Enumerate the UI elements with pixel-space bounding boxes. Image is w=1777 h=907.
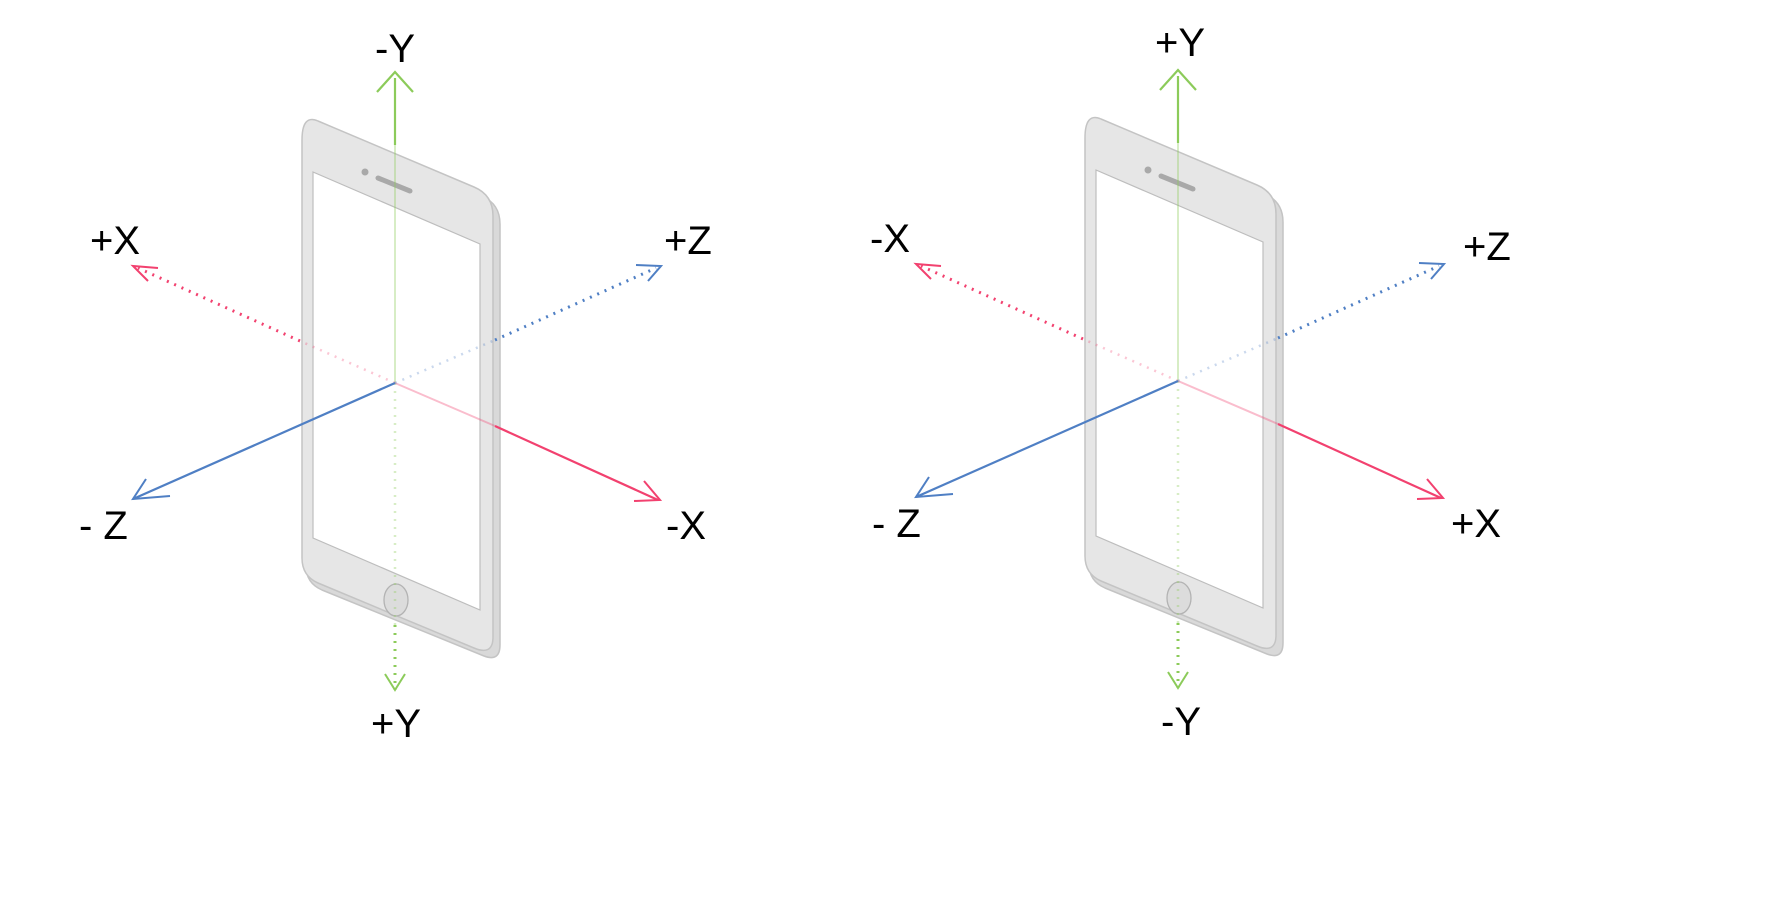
diagram-right: +Y -Y -X +X +Z - Z (870, 21, 1511, 744)
phone-left (302, 120, 500, 658)
label-right-lower-right-x: +X (1451, 502, 1501, 546)
x-axis-right (913, 262, 1446, 500)
y-axis-left (376, 70, 414, 692)
label-right-bottom-y: -Y (1161, 700, 1201, 744)
diagram-left: -Y +Y +X -X +Z - Z (79, 27, 712, 746)
label-left-upper-right-z: +Z (664, 219, 712, 263)
label-left-lower-right-x: -X (666, 504, 706, 548)
label-right-upper-right-z: +Z (1463, 225, 1511, 269)
label-right-lower-left-z: - Z (872, 502, 921, 546)
label-left-bottom-y: +Y (371, 702, 421, 746)
x-axis-left (130, 264, 663, 502)
label-left-top-y: -Y (375, 27, 415, 71)
phone-right (1085, 118, 1283, 656)
z-axis-left (131, 264, 664, 501)
label-left-upper-left-x: +X (90, 219, 140, 263)
label-right-top-y: +Y (1155, 21, 1205, 65)
z-axis-right (914, 262, 1447, 499)
label-left-lower-left-z: - Z (79, 504, 128, 548)
label-right-upper-left-x: -X (870, 217, 910, 261)
y-axis-right (1159, 68, 1197, 690)
